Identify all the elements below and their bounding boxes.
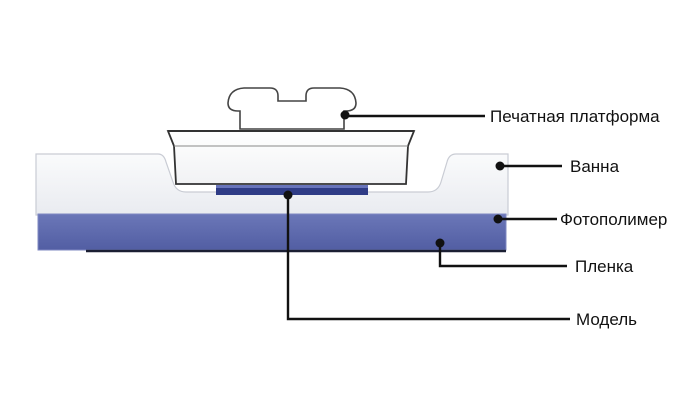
label-resin: Фотополимер	[560, 210, 667, 229]
label-film: Пленка	[575, 257, 634, 276]
leader-model	[286, 195, 570, 321]
label-tank: Ванна	[570, 157, 620, 176]
leader-platform	[343, 114, 485, 118]
leader-film	[438, 243, 567, 268]
dot-film	[435, 238, 445, 248]
label-platform: Печатная платформа	[490, 107, 660, 126]
dot-tank	[495, 161, 505, 171]
label-model: Модель	[576, 310, 637, 329]
model-highlight	[216, 185, 368, 188]
dot-model	[283, 190, 293, 200]
print-platform	[166, 87, 416, 185]
resin-layer	[37, 213, 507, 251]
tank-shape	[35, 153, 509, 216]
leader-dots	[283, 110, 505, 248]
dot-platform	[340, 110, 350, 120]
model-part	[216, 185, 368, 195]
dot-resin	[493, 214, 503, 224]
